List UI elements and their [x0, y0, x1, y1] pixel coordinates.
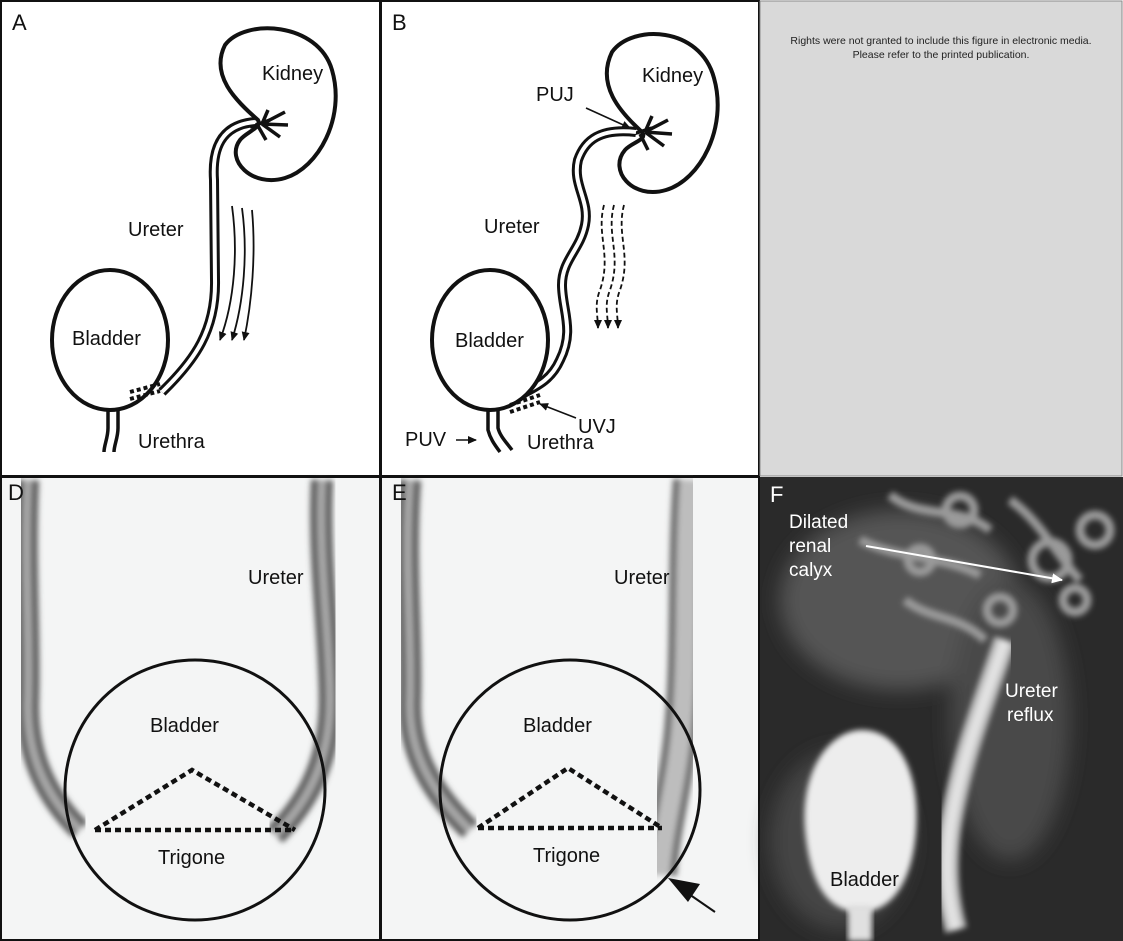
trigone-label-e: Trigone: [533, 845, 600, 867]
panel-d-letter: D: [8, 480, 24, 505]
xray-bladder-label: Bladder: [830, 869, 899, 891]
panel-f: F Dilated renal calyx Ureter reflux Blad…: [760, 477, 1123, 941]
urine-flow-arrows: [220, 206, 254, 340]
urethra-tube: [104, 408, 118, 452]
puj-label: PUJ: [536, 84, 574, 106]
bladder-label: Bladder: [72, 328, 141, 350]
calyx-label-line3: calyx: [789, 560, 833, 581]
panel-b: B Kidney PUJ Ureter Bladder UVJ: [381, 1, 759, 476]
reflux-label-line1: Ureter: [1005, 681, 1058, 702]
rights-notice-box: [760, 1, 1122, 476]
calyx-label-line1: Dilated: [789, 512, 848, 533]
ureter-label-d: Ureter: [248, 567, 304, 589]
reflux-label-line2: reflux: [1007, 705, 1054, 726]
trigone-label-d: Trigone: [158, 847, 225, 869]
puv-label: PUV: [405, 429, 447, 451]
urethra-label-b: Urethra: [527, 432, 595, 454]
panel-f-letter: F: [770, 482, 783, 507]
urethra-tube-b: [488, 408, 512, 452]
rights-notice-line2: Please refer to the printed publication.: [853, 49, 1030, 61]
uvj-pointer-arrow: [540, 404, 576, 418]
ureter-label: Ureter: [128, 219, 184, 241]
panel-a: A Kidney Ureter Bladder: [1, 1, 380, 476]
kidney-shape: [220, 28, 335, 180]
panel-d: Ureter Bladder Trigone D: [0, 477, 380, 941]
bladder-label-e: Bladder: [523, 715, 592, 737]
kidney-shape-b: [607, 34, 718, 192]
ureter-label-b: Ureter: [484, 216, 540, 238]
kidney-label-b: Kidney: [642, 65, 703, 87]
rights-notice-line1: Rights were not granted to include this …: [790, 35, 1091, 47]
panel-e: Ureter Bladder Trigone E: [381, 477, 759, 941]
bladder-label-b: Bladder: [455, 330, 524, 352]
bladder-label-d: Bladder: [150, 715, 219, 737]
panel-b-letter: B: [392, 10, 407, 35]
kidney-label: Kidney: [262, 63, 323, 85]
panel-e-letter: E: [392, 480, 407, 505]
calyx-label-line2: renal: [789, 536, 831, 557]
panel-a-letter: A: [12, 10, 27, 35]
reflux-flow-arrows: [597, 205, 625, 328]
panel-c: Rights were not granted to include this …: [760, 1, 1122, 476]
urethra-label: Urethra: [138, 431, 206, 453]
ureter-label-e: Ureter: [614, 567, 670, 589]
